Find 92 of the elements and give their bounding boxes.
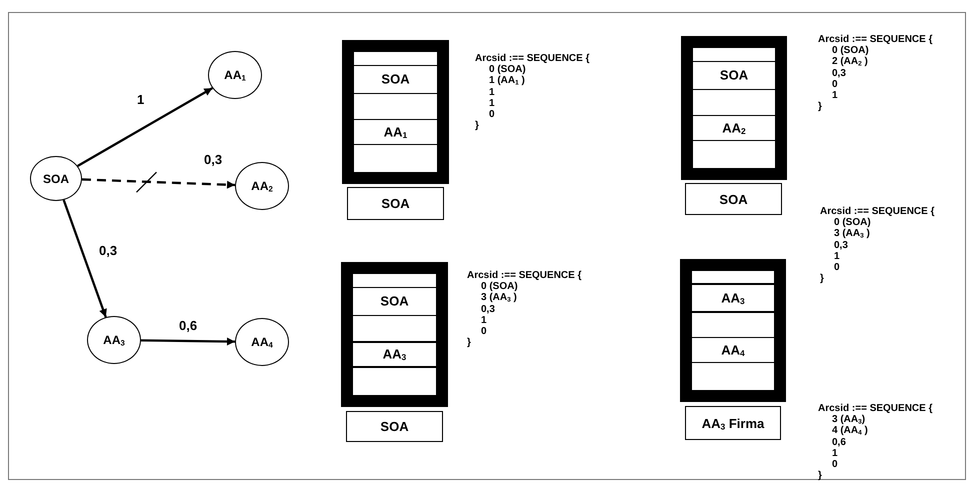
code-line: 0,6	[831, 436, 847, 448]
code-line: 1	[833, 250, 841, 262]
arrow	[140, 338, 236, 346]
stack-slot	[693, 116, 775, 140]
state-circle	[208, 51, 262, 99]
code-line: 0 (SOA)	[833, 217, 872, 228]
label-box	[685, 406, 781, 440]
state-label: SOA	[42, 172, 69, 186]
stack-slot	[354, 120, 437, 144]
slot-label: AA$_{2}$	[721, 120, 747, 136]
edge-label: 0,6	[178, 318, 198, 333]
code-line: 3 (AA$_{3}$ )	[480, 292, 518, 304]
stack-slot	[693, 141, 775, 168]
code-line: 1 (AA$_{1}$ )	[488, 75, 526, 87]
stack-slot	[353, 316, 436, 342]
stack-slot	[693, 62, 775, 88]
stack-slot	[692, 338, 774, 362]
state-circle	[87, 316, 141, 364]
stack-frame	[681, 36, 787, 180]
state-label: AA$_{2}$	[251, 179, 273, 193]
code-line: 1	[831, 90, 839, 102]
slot-label: AA$_{3}$	[720, 290, 746, 306]
code-line: 2 (AA$_{2}$ )	[831, 56, 869, 68]
code-line: Arcsid :== SEQUENCE {	[820, 206, 934, 218]
box-label: SOA	[719, 192, 748, 206]
code-line: Arcsid :== SEQUENCE {	[467, 270, 582, 282]
stack-slot	[692, 284, 774, 312]
edge-label: 0,3	[98, 243, 118, 258]
box-label: SOA	[381, 196, 410, 211]
stack-slot	[354, 52, 437, 64]
stack-slot	[354, 145, 437, 172]
arrow	[82, 178, 236, 189]
state-circle	[30, 156, 82, 201]
stack-frame	[680, 259, 786, 402]
stack-slot	[692, 363, 774, 390]
slot-label: SOA	[718, 68, 750, 83]
code-line: Arcsid :== SEQUENCE {	[818, 34, 932, 46]
state-label: AA$_{4}$	[251, 335, 273, 349]
code-line: 1	[831, 448, 839, 460]
code-line: 0,3	[480, 304, 496, 315]
stack-slot	[354, 66, 437, 92]
stack-frame	[342, 40, 449, 184]
arrow	[77, 87, 213, 167]
code-line: 0 (SOA)	[480, 281, 519, 292]
box-label: AA$_{3}$ Firma	[702, 416, 764, 430]
code-line: }	[818, 470, 823, 482]
label-box	[346, 411, 443, 442]
state-circle	[235, 318, 289, 366]
slot-label: SOA	[379, 294, 410, 309]
code-line: 0	[488, 109, 496, 120]
label-box	[685, 183, 782, 215]
code-line: }	[467, 337, 472, 348]
stack-slot	[692, 312, 774, 337]
slot-label: AA$_{3}$	[382, 346, 408, 362]
code-line: }	[820, 273, 825, 284]
stack-slot	[693, 48, 775, 60]
stack-frame	[341, 262, 448, 407]
stack-slot	[353, 342, 436, 366]
code-line: 1	[488, 98, 496, 110]
code-line: 0	[831, 459, 839, 470]
slot-label: SOA	[380, 72, 411, 87]
code-line: 0 (SOA)	[488, 64, 527, 76]
slot-label: AA$_{4}$	[720, 342, 746, 358]
code-line: Arcsid :== SEQUENCE {	[818, 403, 932, 414]
stack-slot	[353, 274, 436, 287]
stack-slot	[693, 90, 775, 114]
code-line: Arcsid :== SEQUENCE {	[475, 53, 590, 64]
state-label: AA$_{1}$	[224, 68, 246, 82]
code-line: 0	[480, 326, 488, 338]
code-line: 4 (AA$_{4}$ )	[831, 425, 869, 437]
state-label: AA$_{3}$	[103, 333, 125, 347]
code-line: }	[475, 120, 480, 132]
state-circle	[235, 162, 289, 210]
stack-slot	[354, 94, 437, 118]
code-line: 0,3	[831, 68, 847, 79]
code-line: 0,3	[833, 240, 849, 251]
code-line: 3 (AA$_{3}$)	[831, 414, 866, 426]
code-line: 0	[833, 262, 841, 274]
code-line: 1	[480, 314, 488, 326]
edge-label: 1	[136, 92, 146, 107]
code-line: 0 (SOA)	[831, 45, 870, 56]
stack-slot	[353, 288, 436, 315]
edge-label: 0,3	[203, 152, 224, 167]
label-box	[347, 187, 444, 220]
code-line: 0	[831, 78, 839, 90]
stack-slot	[692, 271, 774, 284]
code-line: 1	[488, 86, 496, 98]
code-line: }	[818, 101, 823, 112]
code-line: 3 (AA$_{3}$ )	[833, 228, 871, 240]
box-label: SOA	[380, 419, 409, 434]
slot-label: AA$_{1}$	[382, 124, 408, 140]
stack-slot	[353, 368, 436, 395]
